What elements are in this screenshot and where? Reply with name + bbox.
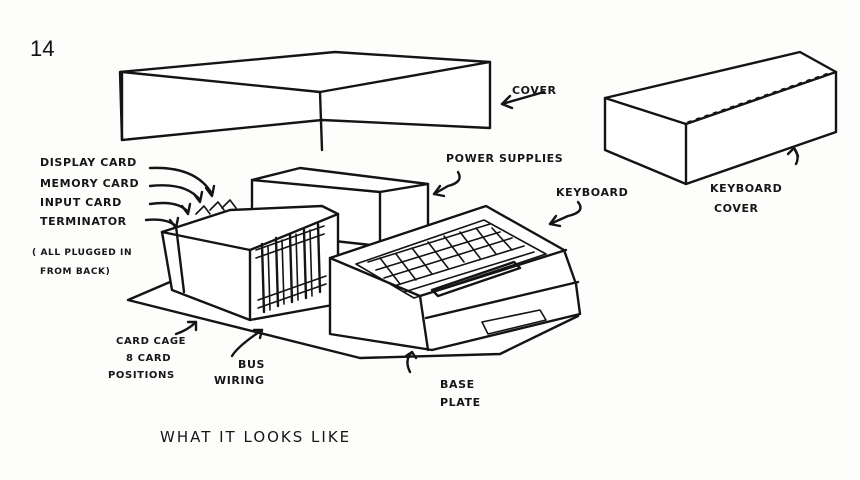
label-display-card: DISPLAY CARD <box>40 156 137 169</box>
label-cover: COVER <box>512 84 557 97</box>
label-card-cage-line1: CARD CAGE <box>116 336 186 347</box>
label-power-supplies: POWER SUPPLIES <box>446 152 563 165</box>
caption: WHAT IT LOOKS LIKE <box>160 428 351 446</box>
card-cage <box>160 199 340 322</box>
page-number: 14 <box>30 36 54 61</box>
keyboard-console <box>328 204 582 352</box>
keyboard-cover <box>603 50 838 186</box>
label-plugged-line2: FROM BACK) <box>40 267 110 277</box>
label-base-line2: PLATE <box>440 396 481 409</box>
label-input-card: INPUT CARD <box>40 196 122 209</box>
label-keyboard: KEYBOARD <box>556 186 628 199</box>
label-card-cage-line2: 8 CARD <box>126 353 171 364</box>
label-memory-card: MEMORY CARD <box>40 177 139 190</box>
label-bus-line2: WIRING <box>214 374 265 387</box>
label-bus-line1: BUS <box>238 358 265 371</box>
main-cover <box>118 50 492 152</box>
handle-slot <box>481 309 547 335</box>
label-plugged-line1: ( ALL PLUGGED IN <box>32 248 132 258</box>
keys <box>367 223 535 298</box>
label-card-cage-line3: POSITIONS <box>108 370 175 381</box>
label-keyboard-cover-line2: COVER <box>714 202 759 215</box>
label-terminator: TERMINATOR <box>40 215 127 228</box>
label-keyboard-cover-line1: KEYBOARD <box>710 182 782 195</box>
label-base-line1: BASE <box>440 378 475 391</box>
pointer-arrows <box>144 90 800 374</box>
bus-wiring <box>255 222 327 314</box>
